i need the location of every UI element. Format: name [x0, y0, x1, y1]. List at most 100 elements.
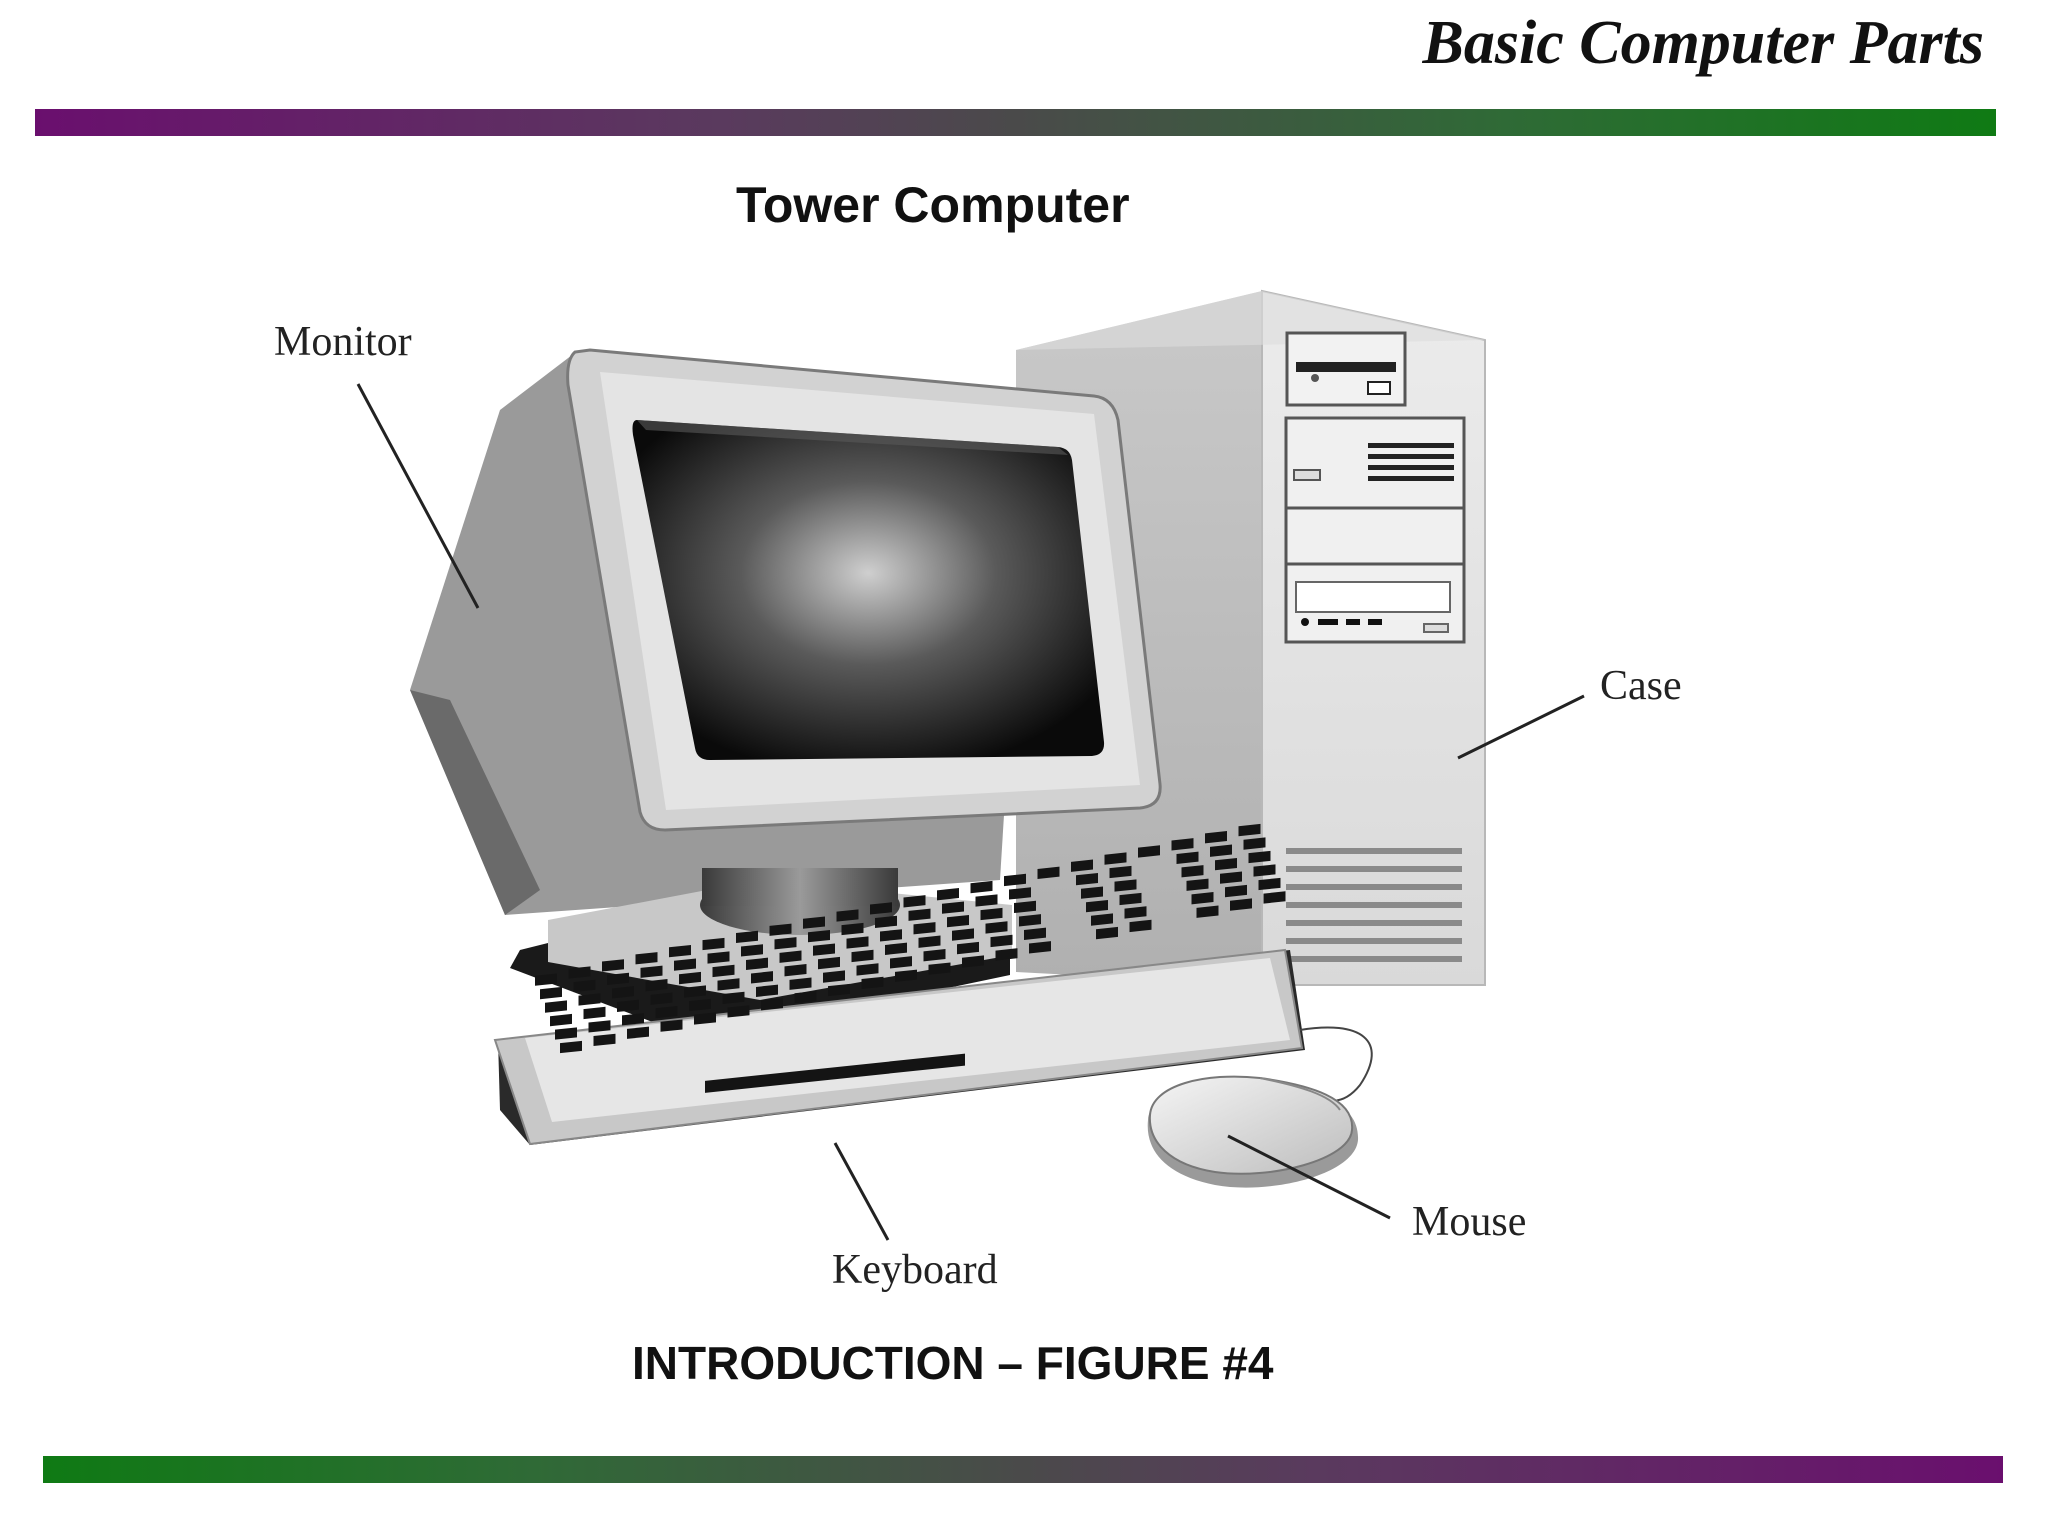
case-leader — [1457, 694, 1585, 760]
keyboard-key — [1114, 879, 1137, 892]
keyboard-key — [937, 888, 959, 901]
keyboard-key — [550, 1013, 572, 1027]
keyboard-key — [660, 1019, 683, 1032]
keyboard-key — [784, 964, 807, 977]
keyboard-key — [970, 880, 993, 894]
bottom-gradient-bar — [43, 1456, 2003, 1483]
keyboard-key — [694, 1012, 716, 1025]
keyboard-key — [1104, 852, 1127, 865]
top-gradient-bar — [35, 109, 1996, 136]
keyboard-key — [1019, 914, 1041, 927]
keyboard-key — [1124, 906, 1147, 919]
keyboard-key — [655, 1005, 678, 1019]
keyboard-key — [645, 979, 668, 992]
keyboard-key — [1205, 831, 1227, 844]
keyboard-key — [1024, 927, 1046, 940]
keyboard-key — [1119, 892, 1142, 906]
keyboard-key — [1138, 845, 1160, 858]
keyboard-key — [1071, 859, 1093, 872]
keyboard-key — [823, 970, 845, 983]
keyboard-key — [746, 957, 768, 970]
keyboard-key — [593, 1033, 616, 1047]
keyboard-key — [779, 950, 802, 963]
keyboard-key — [789, 977, 812, 990]
monitor-leader — [356, 383, 480, 609]
keyboard-key — [602, 959, 624, 972]
keyboard-key — [1196, 905, 1219, 918]
keyboard-key — [612, 986, 634, 999]
keyboard-key — [995, 948, 1018, 961]
keyboard-key — [962, 955, 984, 968]
keyboard-key — [1009, 887, 1031, 900]
keyboard-key — [640, 965, 663, 978]
keyboard-key — [769, 923, 792, 936]
keyboard-key — [535, 973, 557, 986]
figure-title: Tower Computer — [736, 177, 1130, 233]
keyboard-key — [975, 894, 998, 907]
keyboard-key — [573, 979, 596, 993]
keyboard-key — [1014, 900, 1036, 914]
keyboard-key — [1253, 864, 1276, 877]
keyboard-key — [756, 984, 778, 997]
keyboard-key — [1230, 898, 1252, 911]
keyboard-key — [1220, 871, 1242, 884]
keyboard-key — [1210, 844, 1232, 857]
keyboard-key — [1086, 899, 1108, 913]
keyboard-key — [669, 944, 691, 958]
monitor-crt — [410, 348, 1162, 1040]
keyboard-leader — [833, 1142, 890, 1241]
keyboard-key — [578, 993, 601, 1006]
keyboard-key — [1263, 891, 1286, 904]
keyboard-key — [1096, 926, 1118, 940]
keyboard-key — [1225, 884, 1247, 898]
keyboard-key — [980, 907, 1003, 921]
keyboard-key — [1004, 873, 1026, 887]
keyboard-key — [702, 937, 725, 951]
keyboard-key — [1191, 892, 1214, 905]
keyboard-key — [588, 1020, 611, 1033]
keyboard-key — [650, 992, 673, 1005]
keyboard-key — [870, 902, 892, 915]
mouse-label: Mouse — [1412, 1199, 1527, 1245]
keyboard-key — [856, 963, 879, 976]
keyboard-key — [717, 978, 740, 991]
keyboard-key — [751, 971, 773, 984]
keyboard-key — [1129, 919, 1152, 933]
keyboard-key — [674, 958, 696, 971]
keyboard-key — [1243, 837, 1266, 850]
case-label: Case — [1600, 663, 1682, 709]
keyboard-key — [679, 971, 701, 985]
keyboard-key — [794, 990, 817, 1004]
keyboard-key — [828, 983, 850, 997]
keyboard-key — [1109, 865, 1132, 879]
keyboard-key — [560, 1040, 582, 1054]
keyboard-key — [689, 998, 711, 1012]
mouse-leader — [1227, 1134, 1391, 1220]
keyboard-key — [903, 895, 926, 908]
keyboard-key — [813, 943, 835, 956]
keyboard-keys — [535, 823, 1286, 1093]
keyboard-key — [622, 1013, 644, 1026]
keyboard-key — [1081, 886, 1103, 899]
mouse — [1147, 1075, 1359, 1188]
keyboard-key — [818, 956, 840, 970]
keyboard-key — [1076, 872, 1098, 886]
monitor-label: Monitor — [274, 319, 412, 365]
keyboard-key — [952, 928, 974, 941]
keyboard-key — [568, 966, 591, 979]
keyboard-key — [761, 998, 783, 1011]
keyboard-key — [540, 986, 562, 1000]
keyboard-key — [741, 944, 763, 957]
keyboard-key — [1091, 913, 1113, 926]
keyboard-spacebar — [705, 1053, 965, 1093]
keyboard-key — [985, 921, 1008, 934]
keyboard-key — [947, 914, 969, 928]
keyboard-key — [808, 929, 830, 943]
keyboard-key — [545, 1000, 567, 1013]
keyboard-key — [555, 1027, 577, 1040]
slide-title: Basic Computer Parts — [1422, 9, 1984, 77]
keyboard-key — [607, 972, 629, 986]
keyboard-key — [880, 929, 902, 942]
figure-caption: INTRODUCTION – FIGURE #4 — [632, 1337, 1274, 1389]
